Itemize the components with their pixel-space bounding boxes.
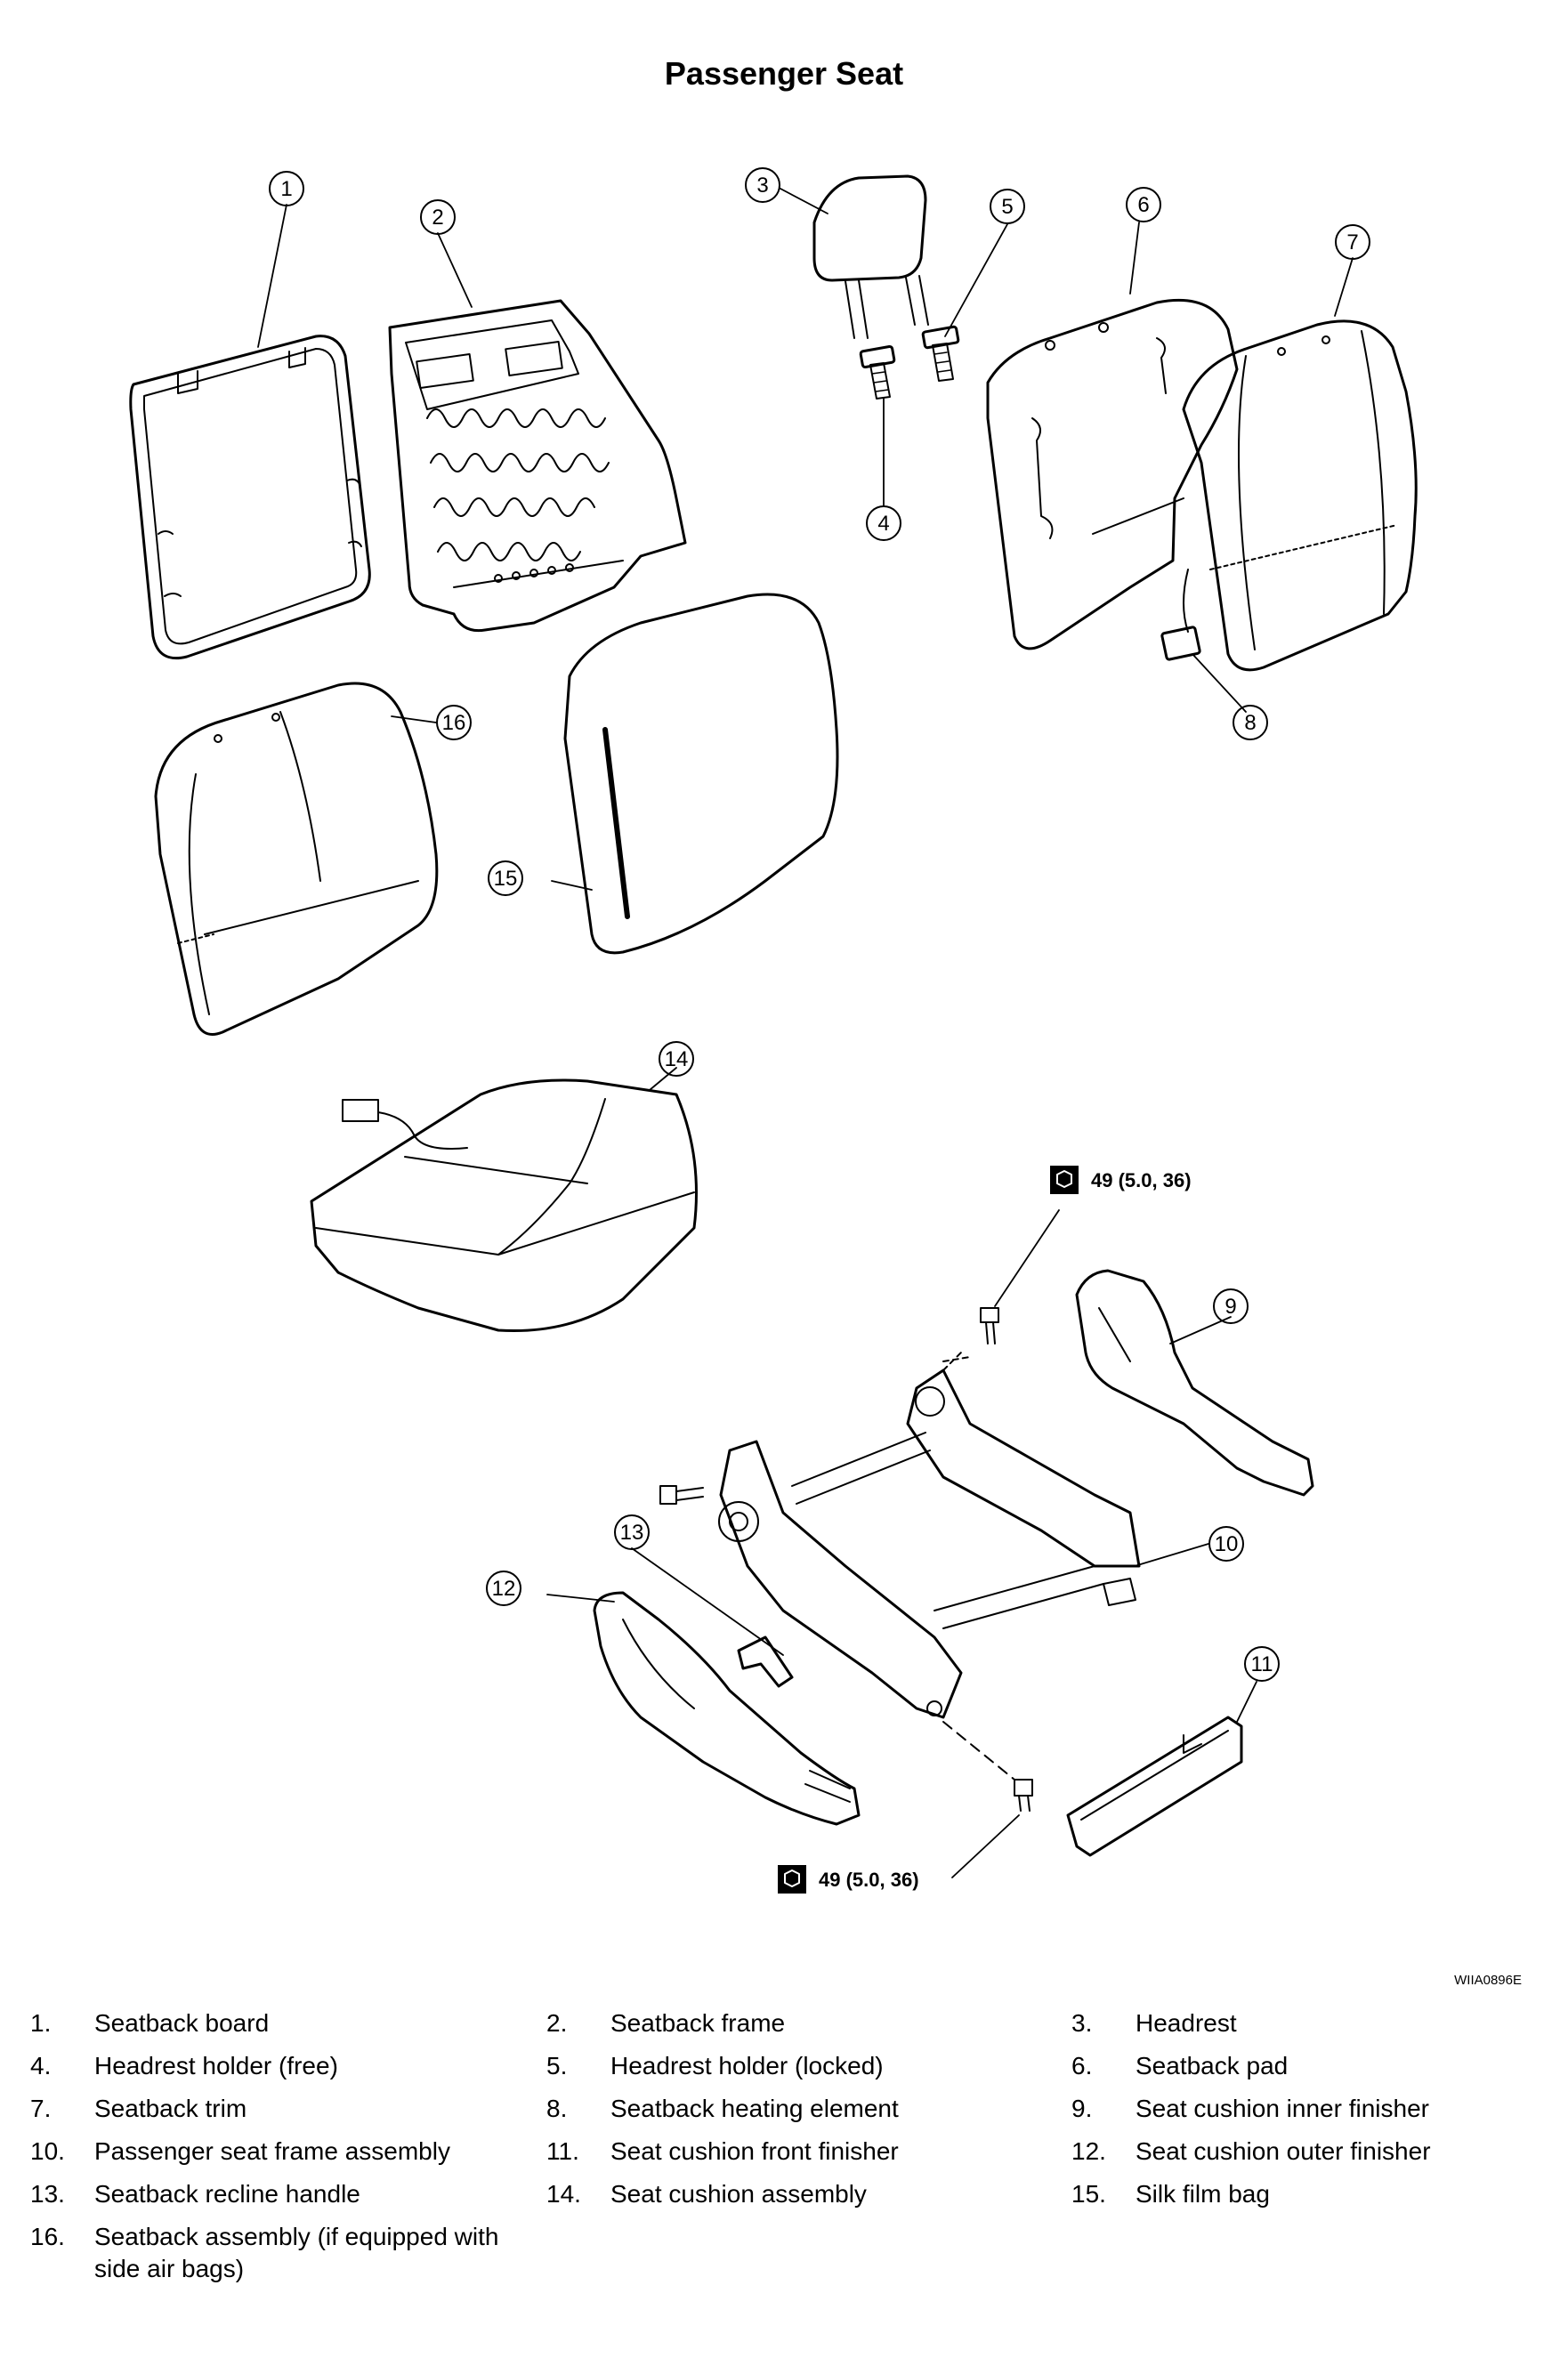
legend-item: 9.Seat cushion inner finisher	[1071, 2095, 1429, 2122]
torque-wrench-icon	[778, 1865, 806, 1894]
legend-item: 10.Passenger seat frame assembly	[30, 2137, 450, 2165]
torque-value-bottom: 49 (5.0, 36)	[819, 1869, 919, 1891]
callout-5: 5	[1001, 195, 1013, 219]
callout-circles	[269, 167, 1370, 1682]
seatback-frame-part	[388, 299, 687, 633]
bolt-bottom-icon	[942, 1721, 1033, 1812]
torque-wrench-icon	[1050, 1166, 1079, 1194]
headrest-holder-locked-part	[921, 325, 960, 382]
legend-item: 7.Seatback trim	[30, 2095, 247, 2122]
seat-cushion-outer-finisher-part	[593, 1591, 861, 1826]
callout-15: 15	[494, 867, 518, 891]
torque-spec-top: 49 (5.0, 36)	[1050, 1166, 1192, 1194]
legend-item: 5.Headrest holder (locked)	[546, 2052, 884, 2079]
legend-item: 12.Seat cushion outer finisher	[1071, 2137, 1431, 2165]
headrest-part	[812, 174, 929, 339]
legend-item: 1.Seatback board	[30, 2009, 270, 2037]
legend-item: 16.Seatback assembly (if equipped with s…	[30, 2223, 499, 2282]
legend-item: 8.Seatback heating element	[546, 2095, 899, 2122]
bolt-left-icon	[659, 1485, 704, 1505]
page-title: Passenger Seat	[664, 55, 904, 92]
legend-item: 11.Seat cushion front finisher	[546, 2137, 899, 2165]
callout-10: 10	[1215, 1532, 1239, 1556]
seatback-assembly-part	[154, 682, 439, 1036]
torque-spec-bottom: 49 (5.0, 36)	[778, 1865, 919, 1894]
seatback-recline-handle-part	[737, 1635, 794, 1688]
seatback-board-part	[129, 335, 371, 660]
callout-2: 2	[432, 206, 443, 230]
headrest-holder-free-part	[859, 344, 896, 400]
seat-cushion-inner-finisher-part	[1075, 1269, 1314, 1497]
seat-cushion-front-finisher-part	[1066, 1716, 1243, 1857]
seatback-pad-part	[986, 298, 1239, 650]
legend-item: 13.Seatback recline handle	[30, 2180, 360, 2208]
seatback-trim-part	[1182, 319, 1418, 672]
callout-13: 13	[620, 1521, 644, 1545]
legend-item: 14.Seat cushion assembly	[546, 2180, 867, 2208]
legend-item: 3.Headrest	[1071, 2009, 1237, 2037]
callout-1: 1	[280, 177, 292, 201]
legend-item: 4.Headrest holder (free)	[30, 2052, 338, 2079]
callout-9: 9	[1224, 1295, 1236, 1319]
passenger-seat-frame-assembly-part	[718, 1352, 1141, 1719]
callout-3: 3	[756, 174, 768, 198]
callout-11: 11	[1251, 1652, 1273, 1676]
torque-value-top: 49 (5.0, 36)	[1091, 1169, 1192, 1191]
callout-4: 4	[877, 512, 889, 536]
legend-item: 15.Silk film bag	[1071, 2180, 1270, 2208]
figure-reference-code: WIIA0896E	[1454, 1973, 1522, 1988]
silk-film-bag-part	[563, 593, 839, 955]
callout-6: 6	[1137, 193, 1149, 217]
leader-lines	[257, 188, 1354, 1878]
legend-item: 2.Seatback frame	[546, 2009, 786, 2037]
callout-8: 8	[1244, 711, 1256, 735]
callout-7: 7	[1346, 230, 1358, 254]
parts-legend: 1.Seatback board 2.Seatback frame 3.Head…	[30, 2002, 1543, 2285]
exploded-view-diagram: 1 2 3 4 5 6 7 8 9 10 11 12 13 14 15 16 4…	[129, 167, 1418, 1894]
seat-cushion-assembly-part	[310, 1078, 698, 1333]
seatback-heating-element-part	[1160, 569, 1201, 661]
legend-item: 6.Seatback pad	[1071, 2052, 1289, 2079]
callout-16: 16	[442, 711, 466, 735]
bolt-top-icon	[980, 1307, 999, 1345]
callout-14: 14	[665, 1047, 689, 1071]
callout-12: 12	[492, 1577, 516, 1601]
